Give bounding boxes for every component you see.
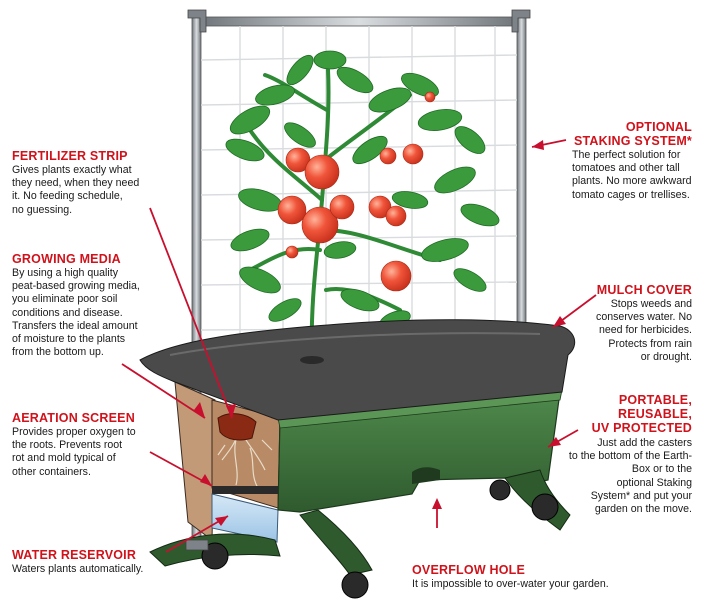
- box-front: [277, 391, 561, 513]
- tomato: [285, 245, 299, 259]
- tomato-plant: [225, 50, 500, 362]
- callout-body: Provides proper oxygen to the roots. Pre…: [12, 426, 136, 478]
- callout-title: WATER RESERVOIR: [12, 548, 137, 562]
- fertilizer-strip: [217, 413, 257, 441]
- pointer-portable: [547, 429, 579, 448]
- pointer-aeration: [149, 451, 213, 487]
- callout-title: FERTILIZER STRIP: [12, 149, 128, 163]
- overflow-hole: [412, 467, 440, 484]
- tomato: [277, 195, 307, 225]
- pointer-overflow: [432, 498, 442, 528]
- tomato: [402, 143, 424, 165]
- stand-center: [299, 509, 373, 576]
- pole-base-left: [185, 539, 209, 551]
- caster-wheel: [341, 571, 369, 599]
- callout-overflow-hole: OVERFLOW HOLE It is impossible to over-w…: [412, 563, 652, 591]
- callout-title: OPTIONAL STAKING SYSTEM*: [573, 120, 692, 148]
- callout-body: It is impossible to over-water your gard…: [412, 578, 609, 590]
- tomato: [304, 154, 340, 190]
- tomatoes: [277, 91, 436, 292]
- callout-title: MULCH COVER: [596, 283, 692, 297]
- tomato: [380, 260, 412, 292]
- callout-staking-system: OPTIONAL STAKING SYSTEM* The perfect sol…: [560, 120, 692, 202]
- callout-body: By using a high quality peat-based growi…: [12, 267, 140, 359]
- callout-fertilizer-strip: FERTILIZER STRIP Gives plants exactly wh…: [12, 149, 172, 217]
- tomato: [424, 91, 436, 103]
- callout-mulch-cover: MULCH COVER Stops weeds and conserves wa…: [572, 283, 692, 364]
- tomato: [301, 206, 339, 244]
- casters: [201, 479, 559, 599]
- callout-body: Gives plants exactly what they need, whe…: [12, 164, 140, 216]
- pointer-fertilizer: [149, 207, 236, 419]
- caster-wheel: [531, 493, 559, 521]
- callout-title: PORTABLE, REUSABLE, UV PROTECTED: [591, 393, 692, 435]
- pointer-water: [165, 515, 229, 553]
- callout-portable-body: Just add the casters to the bottom of th…: [540, 437, 692, 516]
- pointer-lines: [121, 139, 597, 553]
- frame-pole-right: [516, 11, 527, 328]
- plant-hole: [300, 356, 324, 364]
- callout-title: OVERFLOW HOLE: [412, 563, 526, 577]
- callout-growing-media: GROWING MEDIA By using a high quality pe…: [12, 252, 182, 359]
- plant-leaves: [225, 50, 500, 330]
- frame-corner-left: [187, 9, 207, 33]
- tomato: [379, 147, 397, 165]
- pointer-staking: [531, 139, 567, 150]
- water-reservoir: [211, 493, 279, 543]
- callout-body: The perfect solution for tomatoes and ot…: [572, 149, 692, 201]
- frame-corner-right: [511, 9, 531, 33]
- callout-title: AERATION SCREEN: [12, 411, 135, 425]
- caster-wheel: [201, 542, 229, 570]
- callout-body: Stops weeds and conserves water. No need…: [596, 298, 692, 363]
- frame-crossbar: [199, 16, 519, 27]
- pointer-growing-media: [121, 363, 206, 419]
- callout-body: Just add the casters to the bottom of th…: [568, 437, 692, 516]
- pointer-mulch: [552, 294, 597, 328]
- callout-title: GROWING MEDIA: [12, 252, 121, 266]
- aeration-screen: [212, 486, 278, 494]
- callout-water-reservoir: WATER RESERVOIR Waters plants automatica…: [12, 548, 182, 576]
- callout-body: Waters plants automatically.: [12, 563, 144, 575]
- callout-aeration-screen: AERATION SCREEN Provides proper oxygen t…: [12, 411, 182, 479]
- tomato: [385, 205, 407, 227]
- caster-wheel: [489, 479, 511, 501]
- earthbox: [139, 319, 576, 599]
- tomato: [329, 194, 355, 220]
- callout-portable: PORTABLE, REUSABLE, UV PROTECTED: [560, 393, 692, 436]
